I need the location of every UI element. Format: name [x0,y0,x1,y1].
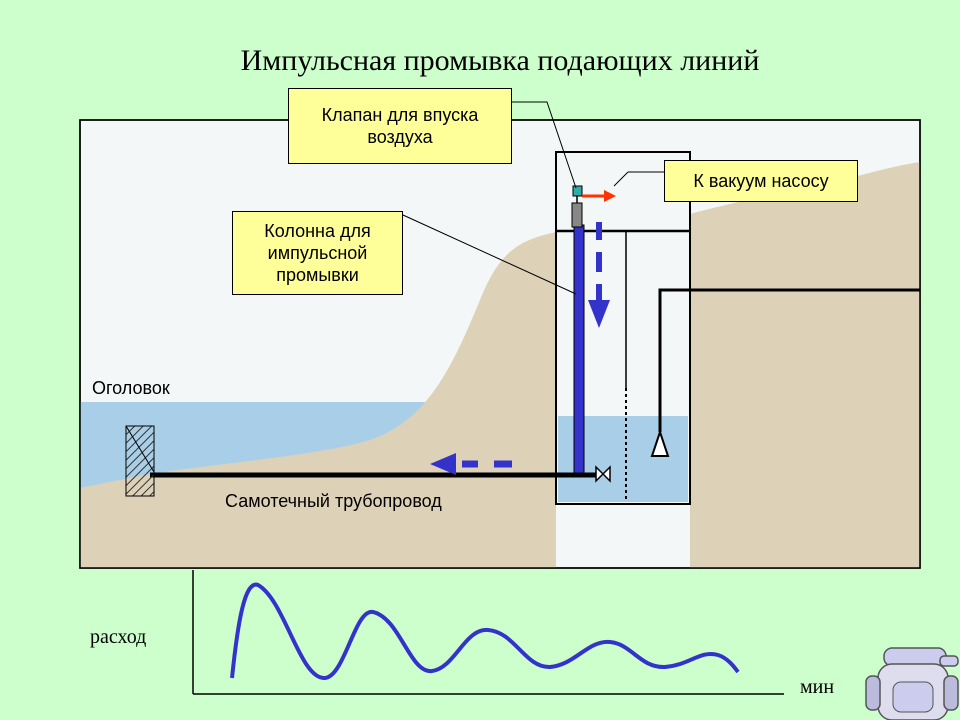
valve-icon [572,185,583,197]
pipeline-label: Самотечный трубопровод [225,491,442,511]
column-callout: Колонна для импульсной промывки [232,211,403,295]
flow-curve [230,582,740,680]
intake-head [125,425,155,497]
flush-column [573,224,585,474]
flow-axis-label: расход [90,626,147,648]
float-icon [650,428,670,457]
vacuum-callout: К вакуум насосу [664,160,858,202]
soil-right [690,162,920,568]
vacuum-leader-down [613,171,629,187]
valve-callout: Клапан для впуска воздуха [288,88,512,164]
left-arrow-head [430,453,456,475]
column-top [571,202,583,228]
robot-icon [865,647,959,720]
pipe-valve-icon [595,465,611,483]
down-arrow-head [588,300,610,328]
vacuum-arrow-head [604,190,616,202]
column-leader [402,214,577,295]
soil [80,232,556,568]
page-title: Импульсная промывка подающих линий [240,44,760,77]
suction-pipe [658,288,920,432]
time-axis-label: мин [800,676,835,698]
valve-leader [512,101,577,189]
intake-label: Оголовок [92,378,170,398]
intake-head-edge [125,425,155,473]
